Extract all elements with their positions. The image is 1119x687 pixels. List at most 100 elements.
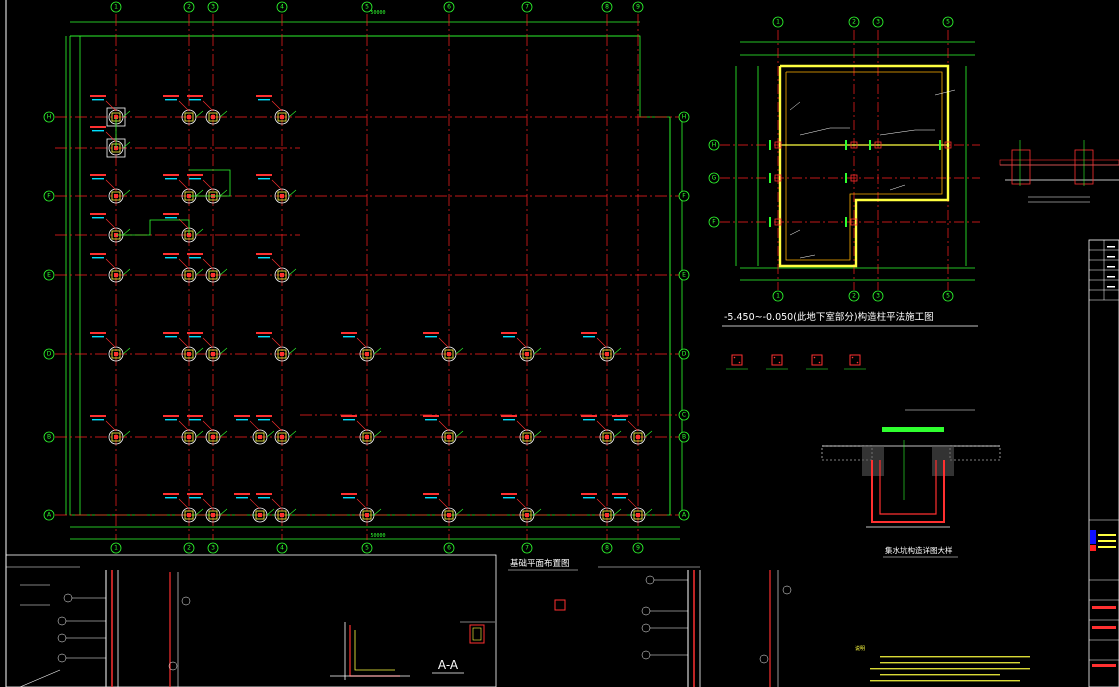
axis-bubble-row [43,111,55,123]
column-section [277,191,287,201]
footing-tag-elev [258,336,270,338]
column-core [211,352,215,356]
axis-bubble-row [708,139,720,151]
footing-tag [423,332,439,334]
dimension-tick [219,347,228,355]
annotation-leader [627,420,639,432]
axis-bubble-col [207,542,219,554]
annotation-leader [202,420,214,432]
annotation-leader [438,337,450,349]
axis-bubble-col [942,290,954,302]
tie-beam [189,169,231,197]
axis-bubble-row [678,431,690,443]
dimension-tick [195,189,204,197]
column-core [280,352,284,356]
footing-tag [612,415,628,417]
footing-tag-elev [92,178,104,180]
axis-bubble-row [678,509,690,521]
footing-tag-elev [165,178,177,180]
footing-tag-elev [92,130,104,132]
annotation-leader [202,498,214,510]
annotation-leader [596,498,608,510]
annotation-leader [202,100,214,112]
axis-bubble-row [43,269,55,281]
footing-tag [187,493,203,495]
column-section [277,270,287,280]
footing-tag [581,332,597,334]
foundation-plan-title: 基础平面布置图 [510,558,570,569]
column-section [111,432,121,442]
dimension-tick [122,141,131,149]
column-core [280,194,284,198]
footing-tag-elev [92,336,104,338]
axis-label-col: 8 [605,4,609,11]
column-core [280,273,284,277]
column-section [444,510,454,520]
axis-label-row: A [47,512,52,519]
column-core [187,352,191,356]
axis-bubble-col [110,1,122,13]
footing-tag-elev [258,178,270,180]
column-section [444,349,454,359]
annotation-leader [271,498,283,510]
axis-label-row: E [47,272,51,279]
axis-label-row: C [682,412,686,419]
column-core [114,352,118,356]
column-section [208,510,218,520]
footing-tag [581,493,597,495]
axis-label-row: H [712,142,717,149]
annotation-leader [627,498,639,510]
axis-label-row: G [712,175,717,182]
column-section [184,112,194,122]
axis-label-col: 1 [776,293,780,300]
axis-label-row: D [682,351,687,358]
annotation-leader [356,420,368,432]
axis-label-col: 3 [211,545,215,552]
axis-label-col: 8 [605,545,609,552]
basement-plan-title: -5.450~-0.050(此地下室部分)构造柱平法施工图 [724,311,934,323]
footing-tag-elev [343,336,355,338]
axis-bubble-col [361,1,373,13]
column-section [522,432,532,442]
axis-bubble-col [632,1,644,13]
column-core [114,194,118,198]
axis-bubble-col [872,16,884,28]
footing-tag [90,332,106,334]
dimension-tick [219,430,228,438]
dimension-tick [455,508,464,516]
dimension-tick [533,508,542,516]
footing-tag [234,415,250,417]
dimension-tick [288,268,297,276]
footing-tag [256,493,272,495]
axis-bubble-row [678,111,690,123]
column-section [602,432,612,442]
dimension-tick [219,110,228,118]
footing-tag [234,493,250,495]
axis-bubble-row [43,509,55,521]
dimension-tick [455,347,464,355]
column-section [184,270,194,280]
axis-label-col: 2 [187,545,191,552]
footing-tag [256,332,272,334]
axis-label-row: H [682,114,687,121]
footing-tag [501,332,517,334]
axis-label-col: 9 [636,545,640,552]
footing-tag [256,95,272,97]
axis-bubble-row [708,172,720,184]
column-core [447,435,451,439]
dimension-tick [122,268,131,276]
footing-tag-elev [92,99,104,101]
axis-bubble-col [942,16,954,28]
column-section [208,112,218,122]
footing-tag [423,493,439,495]
footing-tag-elev [614,497,626,499]
column-core [211,273,215,277]
footing-tag-elev [92,257,104,259]
annotation-leader [178,218,190,230]
axis-label-row: E [682,272,686,279]
column-core [636,435,640,439]
axis-label-col: 6 [447,545,451,552]
axis-bubble-col [772,16,784,28]
